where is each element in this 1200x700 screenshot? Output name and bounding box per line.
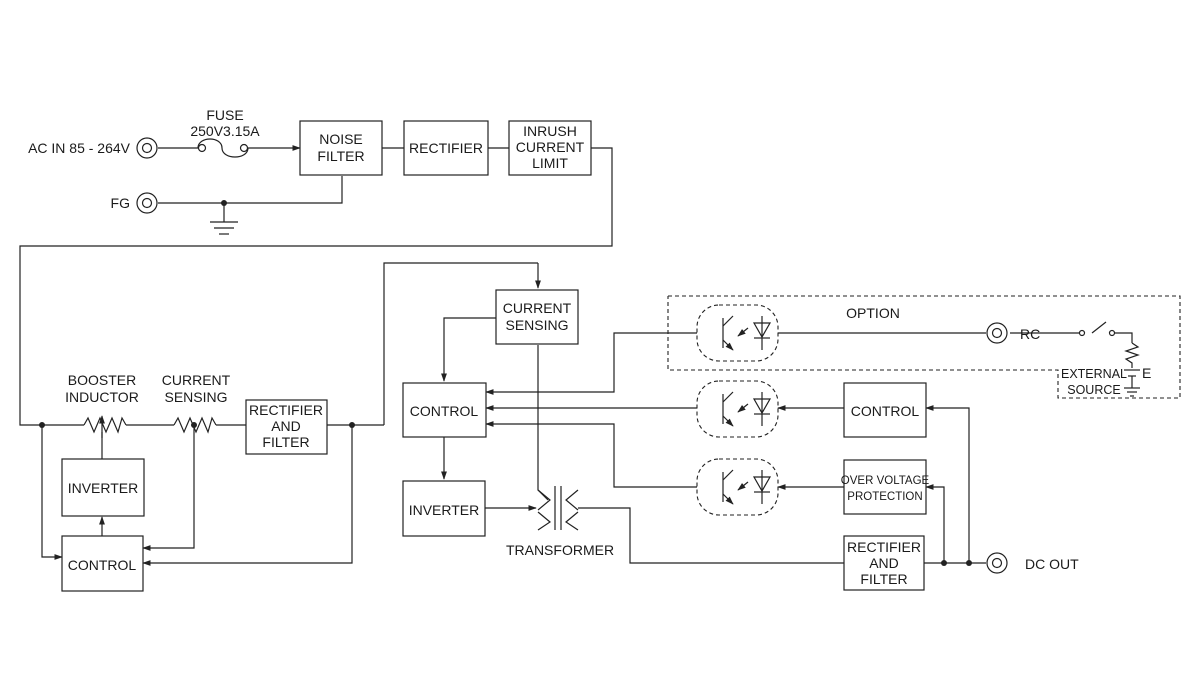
svg-text:FILTER: FILTER xyxy=(262,434,309,450)
option-label: OPTION xyxy=(846,305,900,321)
inverter-left-block: INVERTER xyxy=(61,458,145,517)
inverter-mid-block: INVERTER xyxy=(402,480,486,537)
fuse-icon: FUSE 250V3.15A xyxy=(190,107,260,158)
svg-text:FILTER: FILTER xyxy=(860,571,907,587)
dc-out-label: DC OUT xyxy=(1025,556,1079,572)
svg-text:BOOSTER: BOOSTER xyxy=(68,372,136,388)
option-region: OPTION xyxy=(667,295,1181,399)
e-label: E xyxy=(1142,365,1151,381)
external-source-label: EXTERNAL xyxy=(1061,367,1127,381)
optocoupler-icon xyxy=(696,458,779,516)
transformer-label: TRANSFORMER xyxy=(506,542,614,558)
fg-terminal: FG xyxy=(111,192,158,214)
rc-terminal: RC xyxy=(986,322,1040,344)
rectifier-and-filter-right-block: RECTIFIER AND FILTER xyxy=(843,535,925,591)
svg-text:CONTROL: CONTROL xyxy=(68,557,137,573)
control-right-block: CONTROL xyxy=(843,382,927,438)
svg-text:INRUSH: INRUSH xyxy=(523,123,577,139)
svg-text:CURRENT: CURRENT xyxy=(516,139,585,155)
svg-text:CONTROL: CONTROL xyxy=(851,403,920,419)
svg-text:AND: AND xyxy=(869,555,899,571)
svg-text:RECTIFIER: RECTIFIER xyxy=(249,402,323,418)
over-voltage-protection-block: OVER VOLTAGE PROTECTION xyxy=(841,459,930,515)
ground-icon xyxy=(210,221,238,235)
noise-filter-block: NOISE FILTER xyxy=(299,120,383,176)
fg-label: FG xyxy=(111,195,130,211)
svg-text:PROTECTION: PROTECTION xyxy=(847,491,922,503)
svg-text:OVER VOLTAGE: OVER VOLTAGE xyxy=(841,475,930,487)
resistor-icon xyxy=(1124,342,1140,368)
rectifier-block: RECTIFIER xyxy=(403,120,489,176)
svg-text:FILTER: FILTER xyxy=(317,148,364,164)
optocoupler-icon xyxy=(696,304,779,362)
current-sensing-resistor: CURRENT SENSING xyxy=(162,372,231,434)
rc-label: RC xyxy=(1020,326,1040,342)
svg-text:RECTIFIER: RECTIFIER xyxy=(409,140,483,156)
dc-out-terminal: DC OUT xyxy=(986,552,1079,574)
ac-in-label: AC IN 85 - 264V xyxy=(28,140,131,156)
transformer-icon: TRANSFORMER xyxy=(506,486,614,558)
fuse-label: FUSE xyxy=(206,107,243,123)
svg-text:CONTROL: CONTROL xyxy=(410,403,479,419)
svg-text:LIMIT: LIMIT xyxy=(532,155,568,171)
junction-dots xyxy=(39,200,972,566)
control-left-block: CONTROL xyxy=(61,535,144,592)
battery-icon xyxy=(1124,369,1140,397)
svg-text:INDUCTOR: INDUCTOR xyxy=(65,389,139,405)
ac-in-terminal: AC IN 85 - 264V xyxy=(28,137,158,159)
control-mid-block: CONTROL xyxy=(402,382,487,438)
switch-icon xyxy=(1078,321,1133,343)
svg-text:INVERTER: INVERTER xyxy=(409,502,480,518)
current-sensing-mid-block: CURRENT SENSING xyxy=(495,289,579,345)
fuse-rating: 250V3.15A xyxy=(190,123,260,139)
booster-inductor: BOOSTER INDUCTOR xyxy=(65,372,139,438)
inrush-current-limit-block: INRUSH CURRENT LIMIT xyxy=(508,120,592,176)
rectifier-and-filter-left-block: RECTIFIER AND FILTER xyxy=(245,399,328,455)
optocoupler-icon xyxy=(696,380,779,438)
svg-text:SENSING: SENSING xyxy=(505,317,568,333)
svg-text:CURRENT: CURRENT xyxy=(162,372,231,388)
svg-text:RECTIFIER: RECTIFIER xyxy=(847,539,921,555)
wires xyxy=(19,145,1080,566)
svg-text:SENSING: SENSING xyxy=(164,389,227,405)
svg-text:NOISE: NOISE xyxy=(319,131,363,147)
svg-text:AND: AND xyxy=(271,418,301,434)
external-source-label: SOURCE xyxy=(1067,383,1120,397)
svg-text:INVERTER: INVERTER xyxy=(68,480,139,496)
svg-text:CURRENT: CURRENT xyxy=(503,300,572,316)
